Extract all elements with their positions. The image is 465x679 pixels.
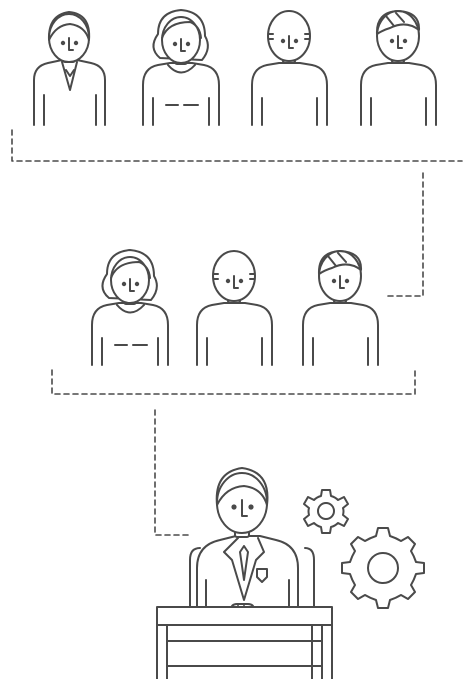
person-man-hair-2 <box>303 251 378 365</box>
middle-row-group <box>92 250 378 365</box>
middle-group-bracket <box>52 370 415 394</box>
person-bald-man-2 <box>197 251 272 365</box>
person-woman-1 <box>143 10 219 125</box>
connector-top-to-middle <box>387 173 423 296</box>
top-row-group <box>34 10 436 125</box>
person-bald-man-1 <box>252 11 327 125</box>
person-man-hair-1 <box>361 11 436 125</box>
top-group-bracket <box>12 130 462 161</box>
connector-middle-to-leader <box>155 410 192 535</box>
person-man-suit <box>34 12 105 125</box>
desk <box>157 607 332 679</box>
gear-small-icon <box>304 490 348 533</box>
gear-large-icon <box>342 528 424 608</box>
person-woman-2 <box>92 250 168 365</box>
